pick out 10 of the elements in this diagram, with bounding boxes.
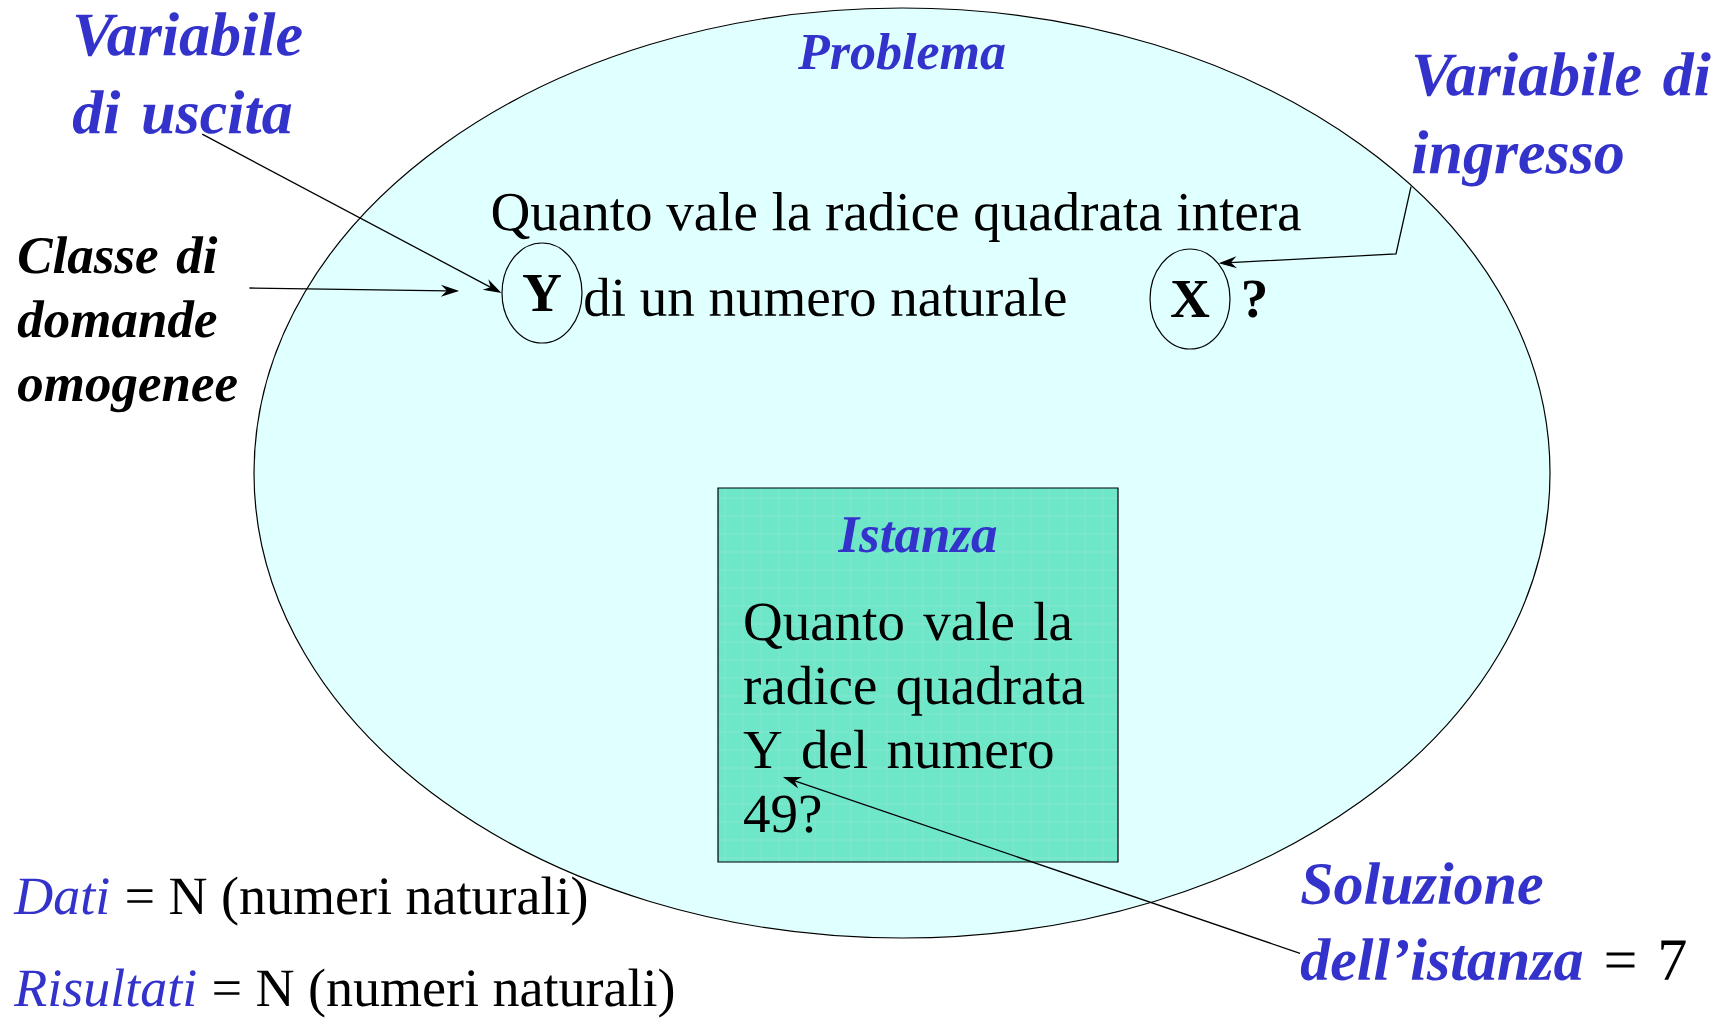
- set-name: Risultati: [13, 968, 196, 1007]
- callout-text: Classe di domande omogenee: [17, 236, 237, 413]
- question-mark: ?: [1244, 280, 1266, 318]
- instance-box: Istanza Quanto vale la radice quadrata Y del numero 49?: [717, 487, 1119, 863]
- question-text: di un numero naturale: [585, 277, 1066, 317]
- question-text: Quanto vale la radice quadrata intera: [492, 192, 1301, 242]
- set-name: Dati: [13, 878, 109, 915]
- set-definition: = N (numeri naturali): [214, 968, 674, 1018]
- circled-variable: Y: [501, 242, 583, 344]
- circled-variable: X: [1149, 248, 1231, 350]
